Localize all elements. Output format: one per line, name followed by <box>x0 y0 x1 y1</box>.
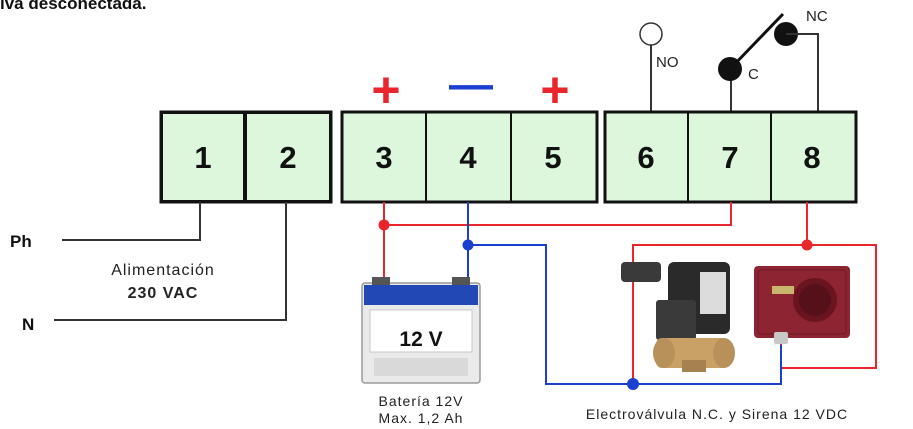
neutral-wire <box>54 202 287 321</box>
negative-sign-4: — <box>449 60 493 109</box>
c-label: C <box>748 66 759 83</box>
siren-icon <box>754 266 850 344</box>
neutral-label: N <box>22 315 34 334</box>
battery-face-label: 12 V <box>399 328 442 351</box>
terminal-7-label: 7 <box>721 140 738 175</box>
terminal-6-label: 6 <box>637 140 654 175</box>
terminal-3-label: 3 <box>375 140 392 175</box>
junctions <box>378 219 813 390</box>
ac-supply-wiring: Ph N Alimentación 230 VAC <box>10 202 287 334</box>
phase-label: Ph <box>10 232 32 251</box>
terminal-1 <box>161 112 245 202</box>
relay-contacts: NO C NC <box>639 8 828 112</box>
terminal-8-label: 8 <box>803 140 820 175</box>
junction-blue <box>627 378 639 390</box>
junction-red <box>378 219 390 231</box>
terminal-block-a: 1 2 <box>159 110 333 204</box>
terminal-2 <box>245 112 331 202</box>
nc-label: NC <box>806 8 828 25</box>
supply-label-line2: 230 VAC <box>128 285 199 302</box>
terminal-5-label: 5 <box>544 140 561 175</box>
battery-caption-line1: Batería 12V <box>379 393 464 409</box>
terminal-2-label: 2 <box>279 140 296 175</box>
polarity-signs: + — + <box>371 60 569 118</box>
battery-icon: 12 V <box>361 277 481 384</box>
loads-caption: Electroválvula N.C. y Sirena 12 VDC <box>586 406 848 422</box>
phase-wire <box>62 202 201 241</box>
terminal-block-c: 6 7 8 <box>603 110 858 204</box>
terminal-4-label: 4 <box>459 140 477 175</box>
no-label: NO <box>656 54 679 71</box>
page-title: iva desconectada. <box>0 0 147 13</box>
battery-caption-line2: Max. 1,2 Ah <box>379 410 464 426</box>
positive-sign-3: + <box>371 62 400 118</box>
no-contact-icon <box>639 22 663 46</box>
relay-arm <box>728 12 785 71</box>
positive-wiring <box>383 202 877 382</box>
junction-blue <box>462 239 474 251</box>
solenoid-valve-icon <box>621 262 735 372</box>
junction-red <box>801 239 813 251</box>
positive-sign-5: + <box>540 62 569 118</box>
supply-label-line1: Alimentación <box>111 262 215 279</box>
terminal-1-label: 1 <box>194 140 211 175</box>
nc-wire <box>786 33 819 112</box>
terminal-block-b: 3 4 5 <box>340 110 599 204</box>
